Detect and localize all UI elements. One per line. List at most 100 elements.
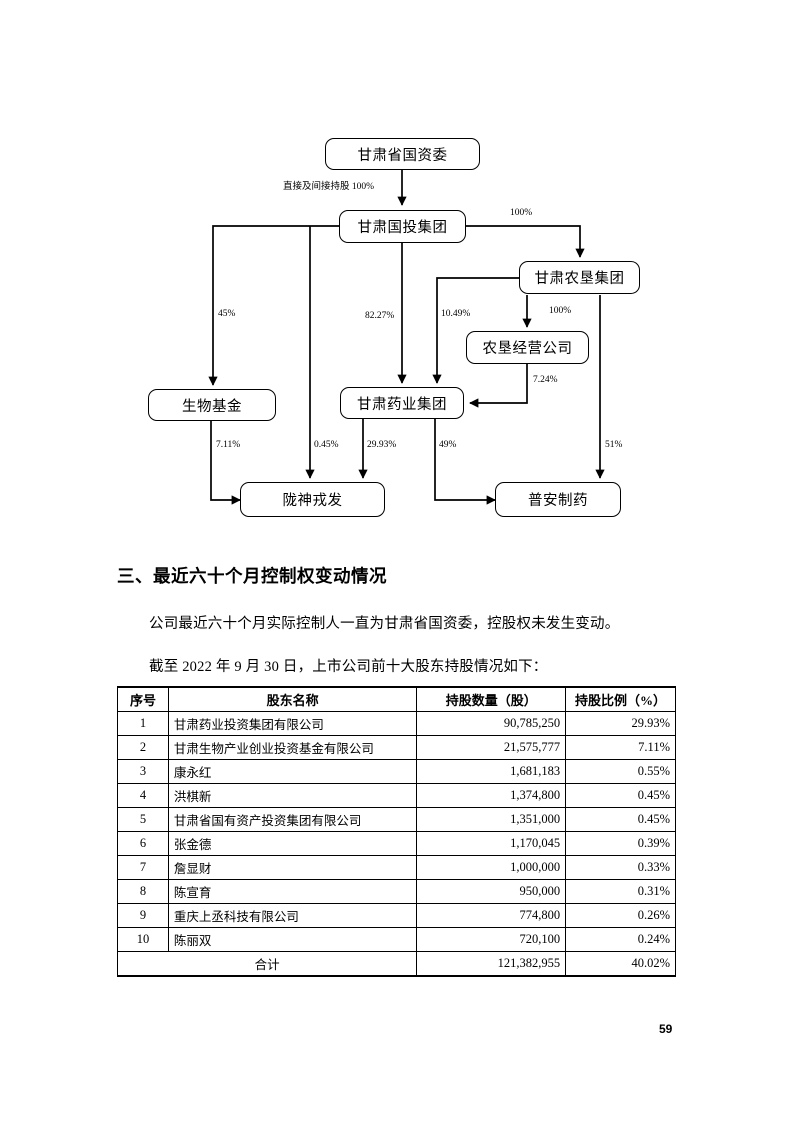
connector-guotou-nongken (466, 225, 585, 258)
cell-index: 6 (117, 831, 169, 856)
edge-label-guotou-yaoye: 82.27% (365, 311, 395, 321)
cell-name: 张金德 (167, 831, 418, 856)
node-label: 甘肃药业集团 (357, 396, 447, 413)
edge-label-yaoye-puan: 49% (439, 440, 457, 450)
cell-shares: 90,785,250 (416, 711, 567, 736)
edge-label-nongken-yaoye: 10.49% (441, 309, 471, 319)
cell-shares: 1,374,800 (416, 783, 567, 808)
edge-label-guotou-nongken: 100% (510, 208, 533, 218)
page-number: 59 (659, 1022, 673, 1036)
paragraph-top-ten-intro: 截至 2022 年 9 月 30 日，上市公司前十大股东持股情况如下： (149, 659, 548, 675)
edge-label-sasac-guotou: 直接及间接持股 100% (283, 182, 375, 192)
cell-shares: 774,800 (416, 903, 567, 928)
cell-index: 1 (117, 711, 169, 736)
diagram-node-nongken-operating: 农垦经营公司 (466, 331, 589, 364)
diagram-node-puan: 普安制药 (495, 482, 621, 517)
cell-name: 陈宣育 (167, 879, 418, 904)
connector-nkjy-yaoye (469, 364, 528, 408)
table-row: 9 重庆上丞科技有限公司 774,800 0.26% (117, 903, 676, 928)
table-row: 6 张金德 1,170,045 0.39% (117, 831, 676, 856)
cell-index: 3 (117, 759, 169, 784)
column-header-shares: 持股数量（股） (416, 686, 567, 712)
column-header-index: 序号 (117, 686, 169, 712)
connector-yaoye-puan (434, 419, 496, 505)
cell-shares: 1,351,000 (416, 807, 567, 832)
cell-name: 甘肃生物产业创业投资基金有限公司 (167, 735, 418, 760)
diagram-node-nongken: 甘肃农垦集团 (519, 261, 640, 294)
table-row: 10 陈丽双 720,100 0.24% (117, 927, 676, 952)
cell-ratio: 29.93% (565, 711, 676, 736)
cell-name: 詹显财 (167, 855, 418, 880)
cell-ratio: 0.55% (565, 759, 676, 784)
table-row: 4 洪棋新 1,374,800 0.45% (117, 783, 676, 808)
edge-label-nongken-nkjy: 100% (549, 306, 572, 316)
connector-nongken-yaoye (432, 277, 519, 384)
ownership-structure-diagram: 甘肃省国资委 甘肃国投集团 甘肃农垦集团 农垦经营公司 生物基金 甘肃药业集团 … (0, 0, 793, 545)
cell-ratio: 0.39% (565, 831, 676, 856)
node-label: 甘肃农垦集团 (534, 271, 625, 287)
table-total-row: 合计 121,382,955 40.02% (116, 951, 676, 977)
table-row: 7 詹显财 1,000,000 0.33% (117, 855, 676, 880)
edge-label-nkjy-yaoye: 7.24% (533, 375, 558, 385)
cell-name: 甘肃省国有资产投资集团有限公司 (167, 807, 418, 832)
node-label: 陇神戎发 (282, 493, 343, 509)
table-row: 3 康永红 1,681,183 0.55% (117, 759, 676, 784)
table-row: 8 陈宣育 950,000 0.31% (117, 879, 676, 904)
node-label: 甘肃省国资委 (357, 147, 448, 164)
diagram-node-biofund: 生物基金 (148, 389, 276, 421)
cell-index: 5 (117, 807, 169, 832)
cell-ratio: 0.45% (565, 783, 676, 808)
cell-name: 重庆上丞科技有限公司 (167, 903, 418, 928)
diagram-node-sasac: 甘肃省国资委 (325, 138, 480, 170)
diagram-node-longshen: 陇神戎发 (240, 482, 385, 517)
cell-index: 10 (117, 927, 169, 952)
cell-ratio: 0.45% (565, 807, 676, 832)
edge-label-yaoye-longshen: 29.93% (367, 440, 397, 450)
diagram-node-yaoye: 甘肃药业集团 (340, 387, 464, 419)
top-ten-shareholders-table: 序号 股东名称 持股数量（股） 持股比例（%） 1 甘肃药业投资集团有限公司 9… (116, 686, 676, 977)
cell-index: 7 (117, 855, 169, 880)
node-label: 甘肃国投集团 (357, 220, 448, 236)
cell-shares: 950,000 (416, 879, 567, 904)
edge-label-guotou-longshen: 0.45% (314, 440, 339, 450)
cell-index: 2 (117, 735, 169, 760)
cell-shares: 1,170,045 (416, 831, 567, 856)
diagram-node-guotou: 甘肃国投集团 (339, 210, 466, 243)
cell-index: 4 (117, 783, 169, 808)
cell-ratio: 0.24% (565, 927, 676, 952)
cell-shares: 1,000,000 (416, 855, 567, 880)
cell-name: 甘肃药业投资集团有限公司 (167, 711, 418, 736)
column-header-ratio: 持股比例（%） (565, 686, 676, 712)
cell-ratio: 0.26% (565, 903, 676, 928)
table-body: 1 甘肃药业投资集团有限公司 90,785,250 29.93% 2 甘肃生物产… (116, 711, 676, 977)
section-heading: 三、最近六十个月控制权变动情况 (117, 566, 387, 586)
cell-total-ratio: 40.02% (565, 951, 676, 977)
cell-index: 9 (117, 903, 169, 928)
table-row: 2 甘肃生物产业创业投资基金有限公司 21,575,777 7.11% (117, 735, 676, 760)
connector-guotou-biofund (208, 225, 339, 386)
column-header-name: 股东名称 (167, 686, 418, 712)
cell-shares: 720,100 (416, 927, 567, 952)
table-row: 5 甘肃省国有资产投资集团有限公司 1,351,000 0.45% (117, 807, 676, 832)
cell-name: 陈丽双 (167, 927, 418, 952)
diagram-connectors (208, 169, 605, 505)
edge-label-biofund-longshen: 7.11% (216, 440, 241, 450)
cell-total-label: 合计 (116, 951, 418, 977)
cell-name: 康永红 (167, 759, 418, 784)
cell-shares: 1,681,183 (416, 759, 567, 784)
cell-ratio: 0.31% (565, 879, 676, 904)
cell-index: 8 (117, 879, 169, 904)
paragraph-control-unchanged: 公司最近六十个月实际控制人一直为甘肃省国资委，控股权未发生变动。 (149, 616, 620, 632)
node-label: 生物基金 (182, 398, 242, 415)
cell-name: 洪棋新 (167, 783, 418, 808)
connector-biofund-longshen (210, 421, 241, 505)
node-label: 农垦经营公司 (482, 341, 573, 357)
cell-ratio: 0.33% (565, 855, 676, 880)
table-header-row: 序号 股东名称 持股数量（股） 持股比例（%） (117, 686, 676, 712)
edge-label-guotou-biofund: 45% (218, 309, 236, 319)
table-row: 1 甘肃药业投资集团有限公司 90,785,250 29.93% (117, 711, 676, 736)
node-label: 普安制药 (528, 493, 588, 509)
edge-label-nongken-puan: 51% (605, 440, 623, 450)
cell-total-shares: 121,382,955 (416, 951, 567, 977)
cell-shares: 21,575,777 (416, 735, 567, 760)
